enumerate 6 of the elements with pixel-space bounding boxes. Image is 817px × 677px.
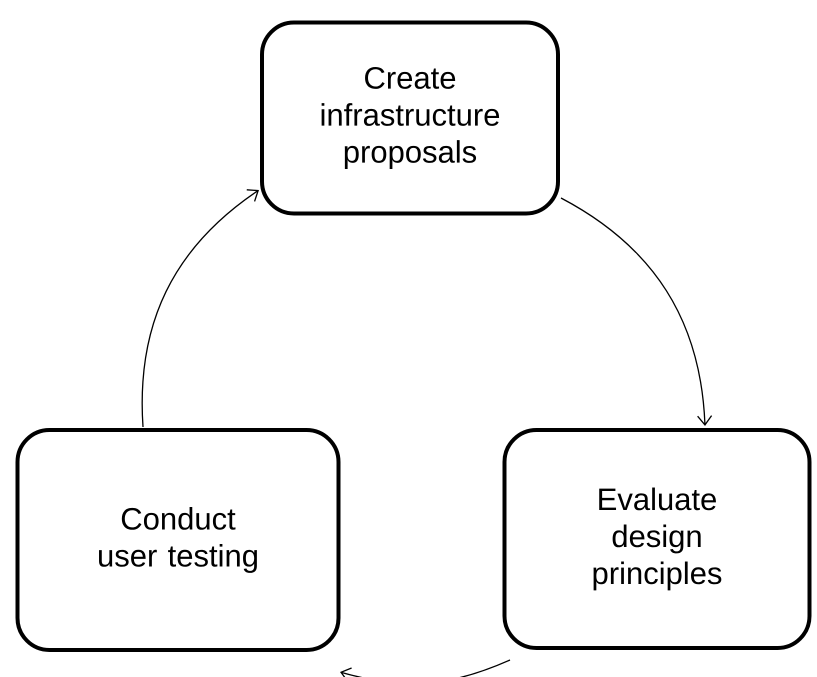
arrow [340,659,510,677]
arrow [560,197,712,426]
process-box: Evaluate design principles [502,428,812,650]
arrow [142,189,259,428]
process-box: Conduct user testing [16,428,340,652]
process-box: Create infrastructure proposals [260,20,560,216]
